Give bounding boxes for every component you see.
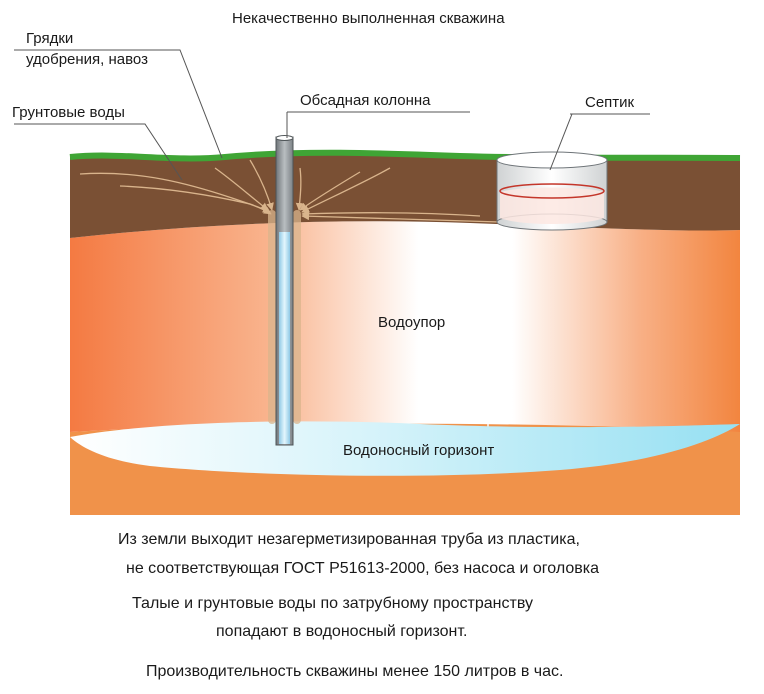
label-fertilizer: удобрения, навоз [26,51,148,68]
label-groundwater: Грунтовые воды [12,104,125,121]
infiltration-flows [79,159,501,223]
label-aquitard: Водоупор [378,314,446,331]
caption-line-3: Талые и грунтовые воды по затрубному про… [132,595,533,612]
label-beds: Грядки [26,30,74,47]
caption-line-5: Производительность скважины менее 150 ли… [146,663,564,680]
seepage-streaks [268,210,301,424]
label-casing: Обсадная колонна [300,92,431,109]
aquitard-layer [70,221,740,432]
label-septic: Септик [585,94,635,111]
caption-line-4: попадают в водоносный горизонт. [216,623,468,640]
grass-strip [69,149,741,162]
casing-pipe [275,135,294,446]
caption-line-2: не соответствующая ГОСТ Р51613-2000, без… [126,560,599,577]
leader-lines [14,49,650,181]
aquifer-layer [70,421,740,476]
label-aquifer: Водоносный горизонт [343,442,495,459]
caption-line-1: Из земли выходит незагерметизированная т… [118,531,580,548]
diagram-title: Некачественно выполненная скважина [232,10,505,27]
septic-tank [496,151,608,231]
